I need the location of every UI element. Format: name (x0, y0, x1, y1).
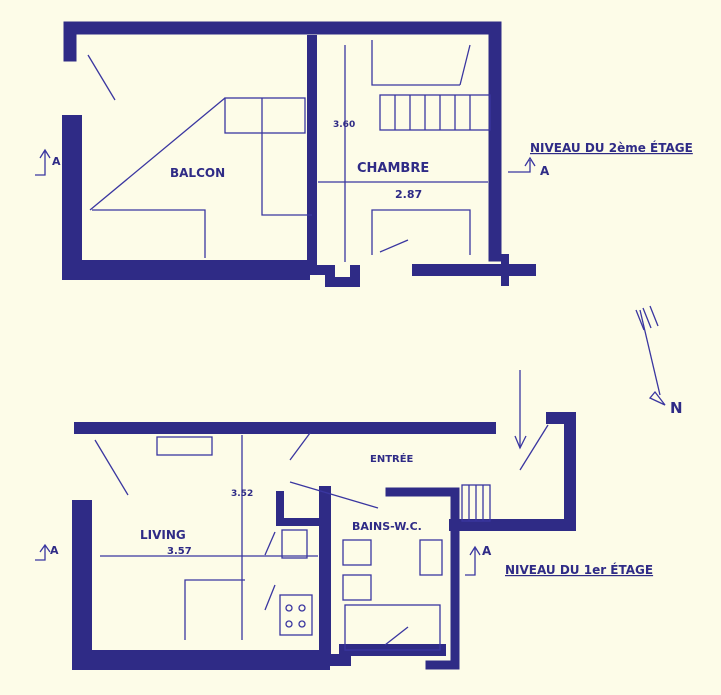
toilet (342, 574, 372, 601)
section-marker-right: A (482, 544, 492, 558)
upper-walls (62, 21, 536, 287)
upper-fixtures (35, 40, 536, 262)
washbasin (342, 539, 372, 566)
dimension-depth-living: 3.52 (231, 489, 253, 499)
lower-fixtures (35, 370, 549, 651)
room-label-entree: ENTRÉE (370, 452, 414, 465)
north-arrow: N (635, 305, 683, 417)
north-label: N (670, 399, 683, 417)
dimension-width-chambre: 2.87 (395, 188, 422, 201)
room-label-living: LIVING (140, 528, 186, 542)
upper-floor-plan: BALCON CHAMBRE 2.87 3.60 A A NIVEAU DU 2… (35, 21, 693, 287)
room-label-bains-wc: BAINS-W.C. (352, 520, 422, 533)
lower-floor-plan: LIVING 3.57 3.52 BAINS-W.C. ENTRÉE A A N… (35, 370, 653, 670)
level-title-lower: NIVEAU DU 1er ÉTAGE (505, 562, 653, 577)
level-title-upper: NIVEAU DU 2ème ÉTAGE (530, 140, 693, 155)
dimension-depth-chambre: 3.60 (333, 120, 355, 130)
section-marker-left: A (52, 155, 61, 168)
stove (279, 594, 313, 636)
lower-walls (72, 412, 576, 670)
room-label-chambre: CHAMBRE (357, 161, 429, 176)
dimension-width-living: 3.57 (167, 546, 192, 557)
staircase (379, 94, 491, 131)
bathtub (344, 604, 441, 651)
room-label-balcon: BALCON (170, 166, 225, 180)
section-marker-left: A (50, 544, 59, 557)
section-marker-right: A (540, 164, 550, 178)
